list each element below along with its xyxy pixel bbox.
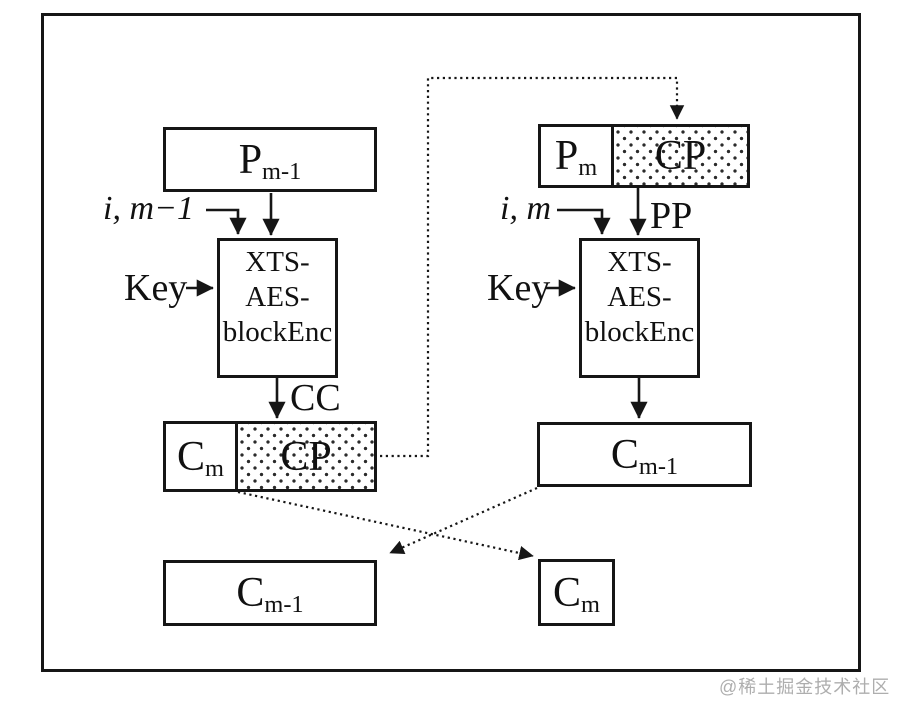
cm1-final-label: Cm-1 bbox=[236, 570, 304, 618]
cm1-intermediate-label: Cm-1 bbox=[610, 431, 679, 480]
enc-line: AES- bbox=[607, 281, 672, 313]
cm-cell: Cm bbox=[166, 424, 238, 489]
xts-aes-blockenc-left-box: XTS- AES- blockEnc bbox=[217, 238, 338, 378]
plaintext-pm1-box: Pm-1 bbox=[163, 127, 377, 192]
cc-label: CC bbox=[290, 377, 341, 419]
key-right-label: Key bbox=[487, 267, 551, 309]
cm-cell-label: Cm bbox=[177, 433, 224, 482]
pm-cell: Pm bbox=[541, 127, 614, 185]
cm-final-box: Cm bbox=[538, 559, 615, 626]
cp-cell-left: CP bbox=[238, 424, 374, 489]
tweak-right-label: i, m bbox=[500, 190, 551, 227]
cp-cell-right-label: CP bbox=[654, 133, 707, 179]
enc-line: blockEnc bbox=[222, 316, 333, 348]
pm-cell-label: Pm bbox=[554, 133, 598, 181]
pp-label: PP bbox=[650, 195, 693, 237]
cm1-intermediate-box: Cm-1 bbox=[537, 422, 752, 487]
key-left-label: Key bbox=[124, 267, 188, 309]
pm-cp-input-box: Pm CP bbox=[538, 124, 750, 188]
cm-cp-intermediate-box: Cm CP bbox=[163, 421, 377, 492]
cm-final-label: Cm bbox=[553, 569, 600, 618]
pm1-label: Pm-1 bbox=[238, 136, 302, 185]
enc-line: XTS- bbox=[245, 246, 310, 278]
xts-aes-blockenc-right-box: XTS- AES- blockEnc bbox=[579, 238, 700, 378]
enc-line: AES- bbox=[245, 281, 310, 313]
cp-cell-right: CP bbox=[614, 127, 747, 185]
cm1-final-box: Cm-1 bbox=[163, 560, 377, 626]
tweak-left-label: i, m−1 bbox=[103, 190, 194, 227]
enc-line: XTS- bbox=[607, 246, 672, 278]
cp-cell-left-label: CP bbox=[280, 433, 332, 480]
enc-line: blockEnc bbox=[584, 316, 695, 348]
watermark: @稀土掘金技术社区 bbox=[719, 677, 891, 697]
